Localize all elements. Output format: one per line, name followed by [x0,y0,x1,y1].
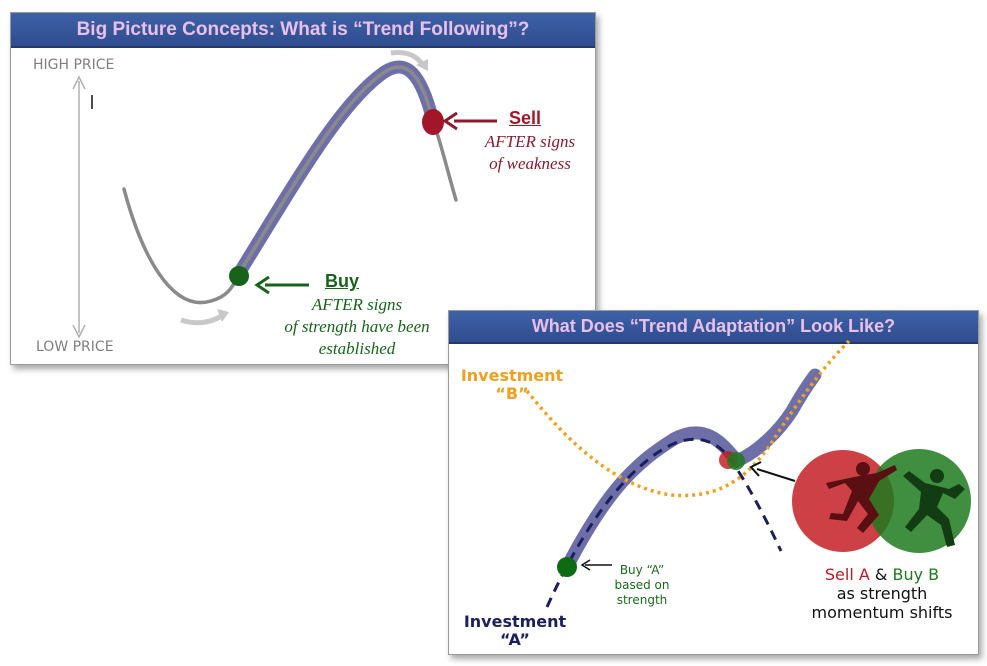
buy-note: AFTER signs of strength have been establ… [277,294,437,360]
sell-signal-dot [422,109,444,135]
caption-line3: momentum shifts [811,603,953,622]
buy-a-note-line3: strength [616,593,668,607]
high-price-label: HIGH PRICE [33,57,115,73]
sell-note-line1: AFTER signs [484,132,576,151]
low-price-label: LOW PRICE [36,339,114,355]
investment-b-line [525,339,851,498]
investment-a-line1: Investment [463,612,567,631]
investment-a-line2: “A” [500,630,530,649]
buy-b-circle [867,449,971,553]
investment-a-highlight [560,368,822,574]
investment-b-line1: Investment [460,366,564,385]
adaptation-caption: Sell A & Buy B as strength momentum shif… [801,565,963,622]
buy-note-line2: of strength have been [284,317,430,336]
runner-green-icon [903,469,965,547]
investment-b-label: Investment “B” [457,367,567,403]
slide-trend-adaptation: What Does “Trend Adaptation” Look Like? [448,310,979,655]
trend-adaptation-diagram [525,339,971,608]
buy-a-note-line2: based on [614,578,670,592]
slide-title: Big Picture Concepts: What is “Trend Fol… [11,13,595,48]
buy-a-dot [557,557,577,577]
buy-b-dot [727,452,745,470]
bottom-turn-arrow [180,312,225,326]
investment-a-label: Investment “A” [457,613,573,649]
buy-note-line1: AFTER signs [311,295,403,314]
caption-line2: as strength [836,584,928,603]
trend-following-diagram [72,50,497,339]
buy-signal-dot [229,266,249,286]
axis-arrow-up [72,75,86,90]
sell-note-line2: of weakness [489,154,571,173]
caption-sell-a: Sell A [824,565,870,584]
sell-heading: Sell [509,108,542,128]
buy-note-line3: established [318,339,396,358]
caption-amp: & [874,565,888,584]
investment-a-line [545,437,783,608]
buy-heading: Buy [325,271,360,291]
caption-buy-b: Buy B [892,565,940,584]
crossover-arrow [756,468,796,482]
runner-red-icon [826,462,897,533]
buy-a-note-line1: Buy “A” [619,563,665,577]
slide-trend-following: Big Picture Concepts: What is “Trend Fol… [10,12,596,365]
caption-line1: Sell A & Buy B [801,565,963,584]
axis-arrow-down [72,324,86,339]
sell-note: AFTER signs of weakness [475,131,585,175]
slide-title: What Does “Trend Adaptation” Look Like? [449,311,978,344]
investment-b-line2: “B” [495,384,529,403]
trend-highlight [231,60,440,282]
buy-a-note: Buy “A” based on strength [603,563,681,608]
